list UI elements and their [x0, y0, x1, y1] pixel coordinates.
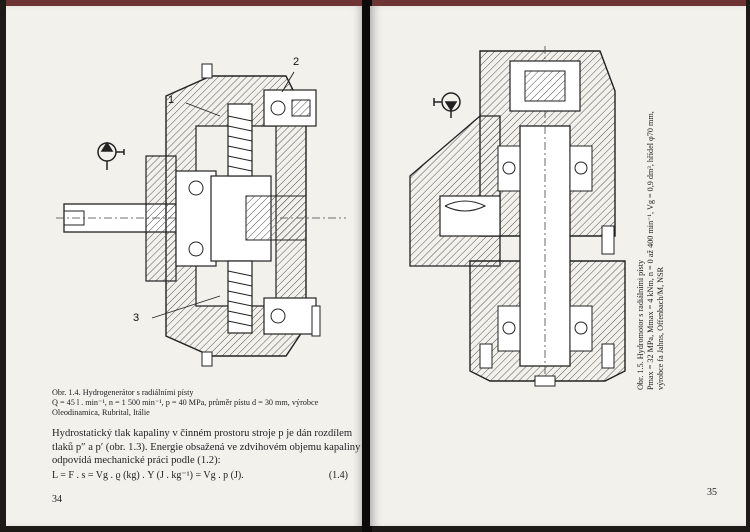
figure-label-1: 1 [168, 94, 175, 106]
body-paragraph: Hydrostatický tlak kapaliny v činném pro… [52, 427, 376, 468]
figure-1-5-caption: Obr. 1.5. Hydromotor s radiálními písty … [636, 111, 706, 390]
pump-symbol-icon [97, 141, 125, 170]
caption-line: Oleodinamica, Rubrital, Itálie [52, 408, 150, 417]
caption-line: Q = 45 l . min⁻¹, n = 1 500 min⁻¹, p = 4… [52, 398, 319, 407]
page-number-right: 35 [707, 487, 717, 498]
figure-label-2: 2 [293, 56, 300, 68]
caption-line: výrobce fa Jahns, Offenbach/M, NSR [656, 266, 666, 390]
caption-line: Pmax = 32 MPa, Mmax = 4 kNm, n = 0 až 40… [646, 111, 656, 390]
figure-label-3: 3 [133, 312, 140, 324]
book-top-edge [6, 0, 746, 8]
equation-number: (1.4) [328, 470, 348, 481]
body-line: odpovídá mechanické práci podle (1.2): [52, 455, 221, 466]
equation-text: L = F . s = Vg . ϱ (kg) . Y (J . kg⁻¹) =… [52, 470, 244, 481]
book-gutter [362, 0, 372, 532]
caption-line: Obr. 1.4. Hydrogenerátor s radiálními pí… [52, 388, 194, 397]
figure-1-4-caption: Obr. 1.4. Hydrogenerátor s radiálními pí… [52, 388, 352, 418]
body-line: tlaků p″ a p′ (obr. 1.3). Energie obsaže… [52, 441, 376, 453]
body-line: Hydrostatický tlak kapaliny v činném pro… [52, 428, 353, 439]
figure-hydrogenerator-drawing [56, 63, 346, 367]
motor-symbol-icon [433, 92, 461, 118]
figure-hydromotor-drawing [409, 46, 626, 387]
page-number-left: 34 [52, 494, 62, 505]
caption-line: Obr. 1.5. Hydromotor s radiálními písty [636, 259, 645, 390]
